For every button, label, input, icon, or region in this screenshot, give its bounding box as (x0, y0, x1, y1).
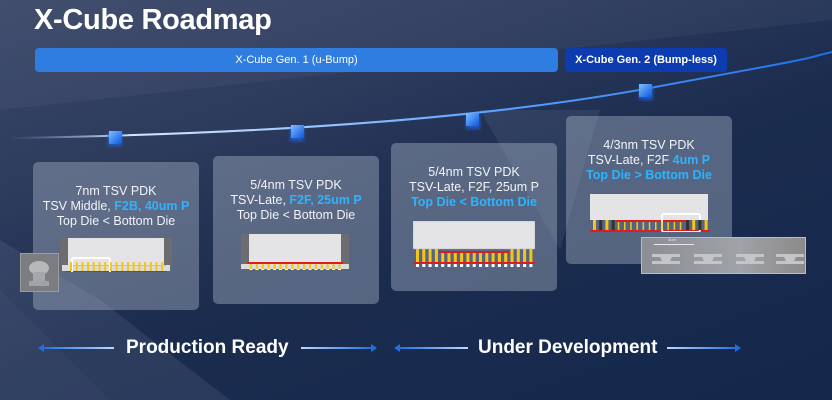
left-arrow-icon (38, 344, 114, 352)
card-4-line2: TSV-Late, F2F (587, 153, 673, 167)
card-3-line3-highlight: Top Die < Bottom Die (411, 195, 537, 209)
card-4-line3-highlight: Top Die > Bottom Die (586, 168, 712, 182)
card-4-line1: 4/3nm TSV PDK (603, 138, 695, 152)
card-1-line1: 7nm TSV PDK (75, 184, 157, 198)
milestone-marker-3 (466, 113, 480, 129)
phase-under-development: Under Development (394, 336, 742, 360)
card-2-line3: Top Die < Bottom Die (236, 208, 356, 222)
cross-section-photo (20, 253, 59, 292)
sem-image: 4um (641, 237, 806, 274)
gen2-bar: X-Cube Gen. 2 (Bump-less) (565, 48, 727, 72)
card-2-line2: TSV-Late, (230, 193, 290, 207)
roadmap-card-1: 7nm TSV PDK TSV Middle, F2B, 40um P Top … (33, 162, 199, 310)
gen1-bar: X-Cube Gen. 1 (u-Bump) (35, 48, 558, 72)
package-diagram-4 (590, 194, 710, 232)
card-1-line2-highlight: F2B, 40um P (114, 199, 190, 213)
card-2-line1: 5/4nm TSV PDK (250, 178, 342, 192)
card-3-line1: 5/4nm TSV PDK (428, 165, 520, 179)
phase-production-ready: Production Ready (38, 336, 377, 360)
right-arrow-icon (300, 344, 377, 352)
package-diagram-1 (60, 238, 172, 272)
milestone-marker-2 (290, 125, 304, 141)
milestone-marker-1 (108, 131, 122, 146)
roadmap-card-3: 5/4nm TSV PDK TSV-Late, F2F, 25um P Top … (391, 143, 557, 291)
phase-label: Production Ready (126, 337, 289, 358)
card-4-line2-highlight: 4um P (672, 153, 711, 167)
milestone-marker-4 (639, 84, 653, 100)
timeline-line (9, 51, 832, 139)
left-arrow-icon (394, 344, 468, 352)
gen2-label: X-Cube Gen. 2 (Bump-less) (575, 54, 717, 66)
roadmap-card-2: 5/4nm TSV PDK TSV-Late, F2F, 25um P Top … (213, 156, 379, 304)
card-3-line2: TSV-Late, F2F, 25um P (409, 180, 539, 194)
scale-bar (654, 244, 694, 245)
card-1-line2: TSV Middle, (42, 199, 115, 213)
card-1-line3: Top Die < Bottom Die (56, 214, 176, 228)
package-diagram-3 (413, 221, 535, 267)
card-2-line2-highlight: F2F, 25um P (289, 193, 362, 207)
package-diagram-2 (241, 234, 349, 270)
right-arrow-icon (667, 344, 742, 352)
gen1-label: X-Cube Gen. 1 (u-Bump) (235, 54, 358, 66)
phase-label: Under Development (478, 337, 658, 358)
scale-label: 4um (668, 237, 676, 242)
page-title: X-Cube Roadmap (34, 4, 272, 36)
